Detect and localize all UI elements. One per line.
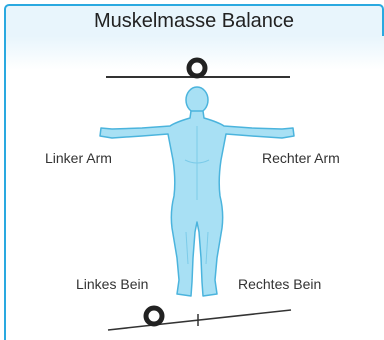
right-leg-label: Rechtes Bein xyxy=(238,276,321,292)
left-arm-label: Linker Arm xyxy=(45,150,112,166)
lower-balance-line xyxy=(108,310,291,330)
right-arm-label: Rechter Arm xyxy=(262,150,340,166)
left-leg-label: Linkes Bein xyxy=(76,276,148,292)
lower-balance-marker-icon xyxy=(146,308,162,324)
upper-balance-marker-icon xyxy=(189,60,205,76)
body-silhouette xyxy=(100,87,294,296)
